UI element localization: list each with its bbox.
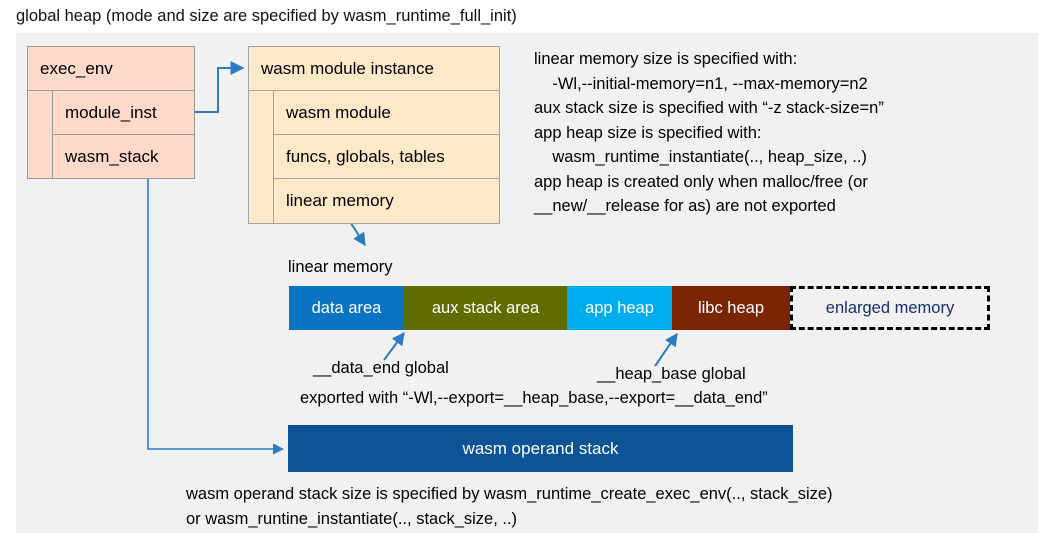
configuration-notes: linear memory size is specified with: -W… [534, 50, 884, 215]
linear-memory-caption: linear memory [288, 258, 393, 276]
memory-segment-app-heap: app heap [567, 286, 672, 330]
exec-env-header: exec_env [28, 47, 194, 91]
annotation-exported: exported with “-Wl,--export=__heap_base,… [300, 389, 768, 407]
exec-env-box: exec_env module_inst wasm_stack [27, 46, 195, 179]
wmi-field-wasm-module: wasm module [274, 91, 499, 135]
memory-segment-aux-stack-area: aux stack area [404, 286, 567, 330]
exec-env-field-module-inst: module_inst [53, 91, 194, 135]
wmi-field-linear-memory: linear memory [286, 191, 394, 210]
annotation-data-end: __data_end global [313, 359, 449, 377]
operand-stack-note: wasm operand stack size is specified by … [186, 485, 833, 528]
wasm-module-instance-gutter [249, 91, 274, 223]
wasm-operand-stack-bar: wasm operand stack [288, 425, 793, 472]
wmi-field-funcs-globals-tables: funcs, globals, tables [274, 135, 499, 179]
wasm-module-instance-header: wasm module instance [249, 47, 499, 91]
page-title: global heap (mode and size are specified… [16, 7, 517, 25]
wasm-module-instance-box: wasm module instance wasm module funcs, … [248, 46, 500, 224]
exec-env-gutter [28, 91, 53, 178]
exec-env-field-wasm-stack: wasm_stack [65, 147, 159, 166]
annotation-heap-base: __heap_base global [597, 365, 746, 383]
memory-segment-data-area: data area [289, 286, 404, 330]
memory-segment-libc-heap: libc heap [672, 286, 790, 330]
memory-segment-enlarged-memory: enlarged memory [790, 286, 990, 330]
